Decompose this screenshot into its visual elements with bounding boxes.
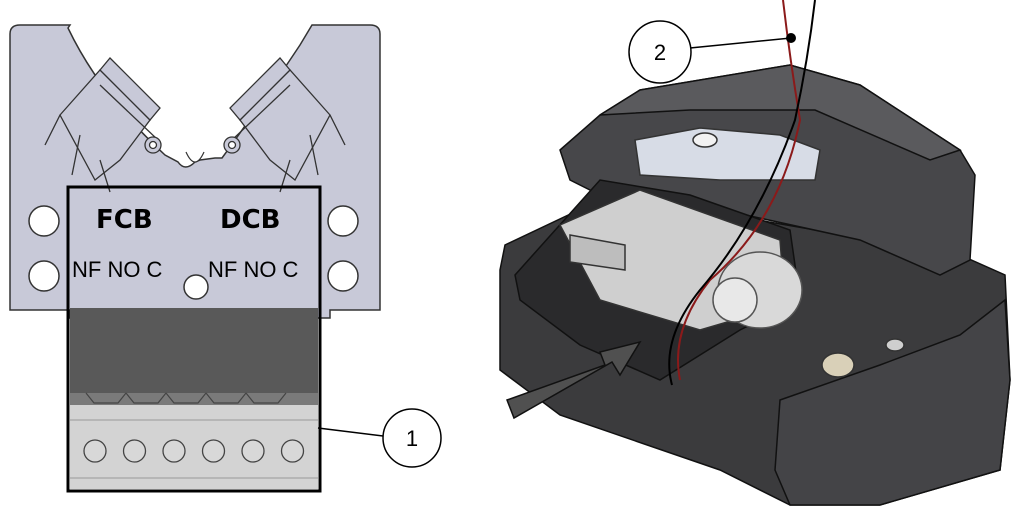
terminal-block bbox=[66, 185, 322, 493]
terminal-labels-left: NF NO C bbox=[72, 257, 163, 282]
left-micro-switch bbox=[44, 57, 162, 193]
callout-2-number: 2 bbox=[654, 40, 666, 65]
callout-1: 1 bbox=[317, 408, 442, 468]
wires bbox=[668, 0, 816, 386]
actuator-housing bbox=[499, 64, 1011, 506]
mounting-plate bbox=[9, 24, 381, 319]
terminal-labels-right: NF NO C bbox=[208, 257, 299, 282]
callout-1-number: 1 bbox=[406, 426, 418, 451]
right-micro-switch bbox=[223, 57, 346, 193]
terminal-screw bbox=[241, 439, 265, 463]
terminal-screw bbox=[122, 439, 147, 463]
terminal-screw bbox=[162, 439, 186, 463]
group-label-fcb: FCB bbox=[96, 205, 153, 235]
terminal-screws bbox=[83, 439, 305, 463]
callout-2: 2 bbox=[628, 20, 796, 84]
mounting-holes bbox=[28, 205, 359, 300]
terminal-screw bbox=[280, 439, 305, 463]
terminal-screw bbox=[83, 439, 107, 463]
terminal-screw bbox=[201, 439, 226, 463]
group-label-dcb: DCB bbox=[220, 205, 280, 235]
insertion-arrow bbox=[506, 340, 642, 420]
